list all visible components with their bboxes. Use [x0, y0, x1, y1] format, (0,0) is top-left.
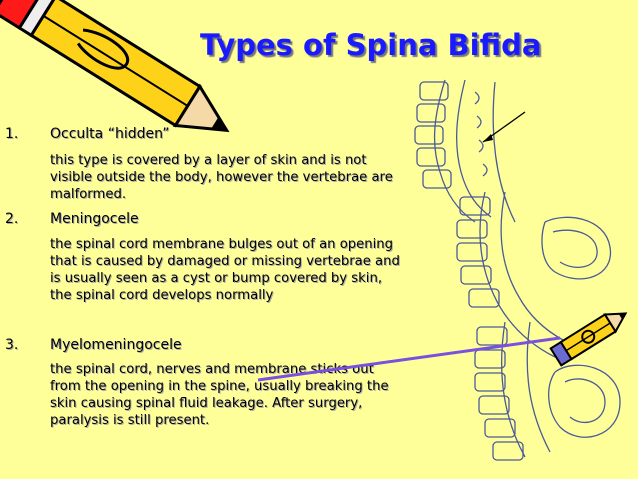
- list-description-occulta: this type is covered by a layer of skin …: [50, 153, 393, 202]
- spine-illustration: [414, 79, 621, 461]
- list-description-myelomeningocele: the spinal cord, nerves and membrane sti…: [50, 362, 389, 428]
- pencil-icon: [0, 0, 230, 133]
- list-number: 2.: [5, 211, 19, 227]
- list-description-meningocele: the spinal cord membrane bulges out of a…: [50, 237, 400, 303]
- list-heading-myelomeningocele: Myelomeningocele: [50, 337, 182, 353]
- slide-title: Types of Spina Bifida: [200, 28, 542, 62]
- small-pencil-icon: [549, 312, 628, 367]
- list-number: 1.: [5, 126, 19, 142]
- list-heading-occulta: Occulta “hidden”: [50, 126, 170, 142]
- list-heading-meningocele: Meningocele: [50, 211, 139, 227]
- list-number: 3.: [5, 337, 19, 353]
